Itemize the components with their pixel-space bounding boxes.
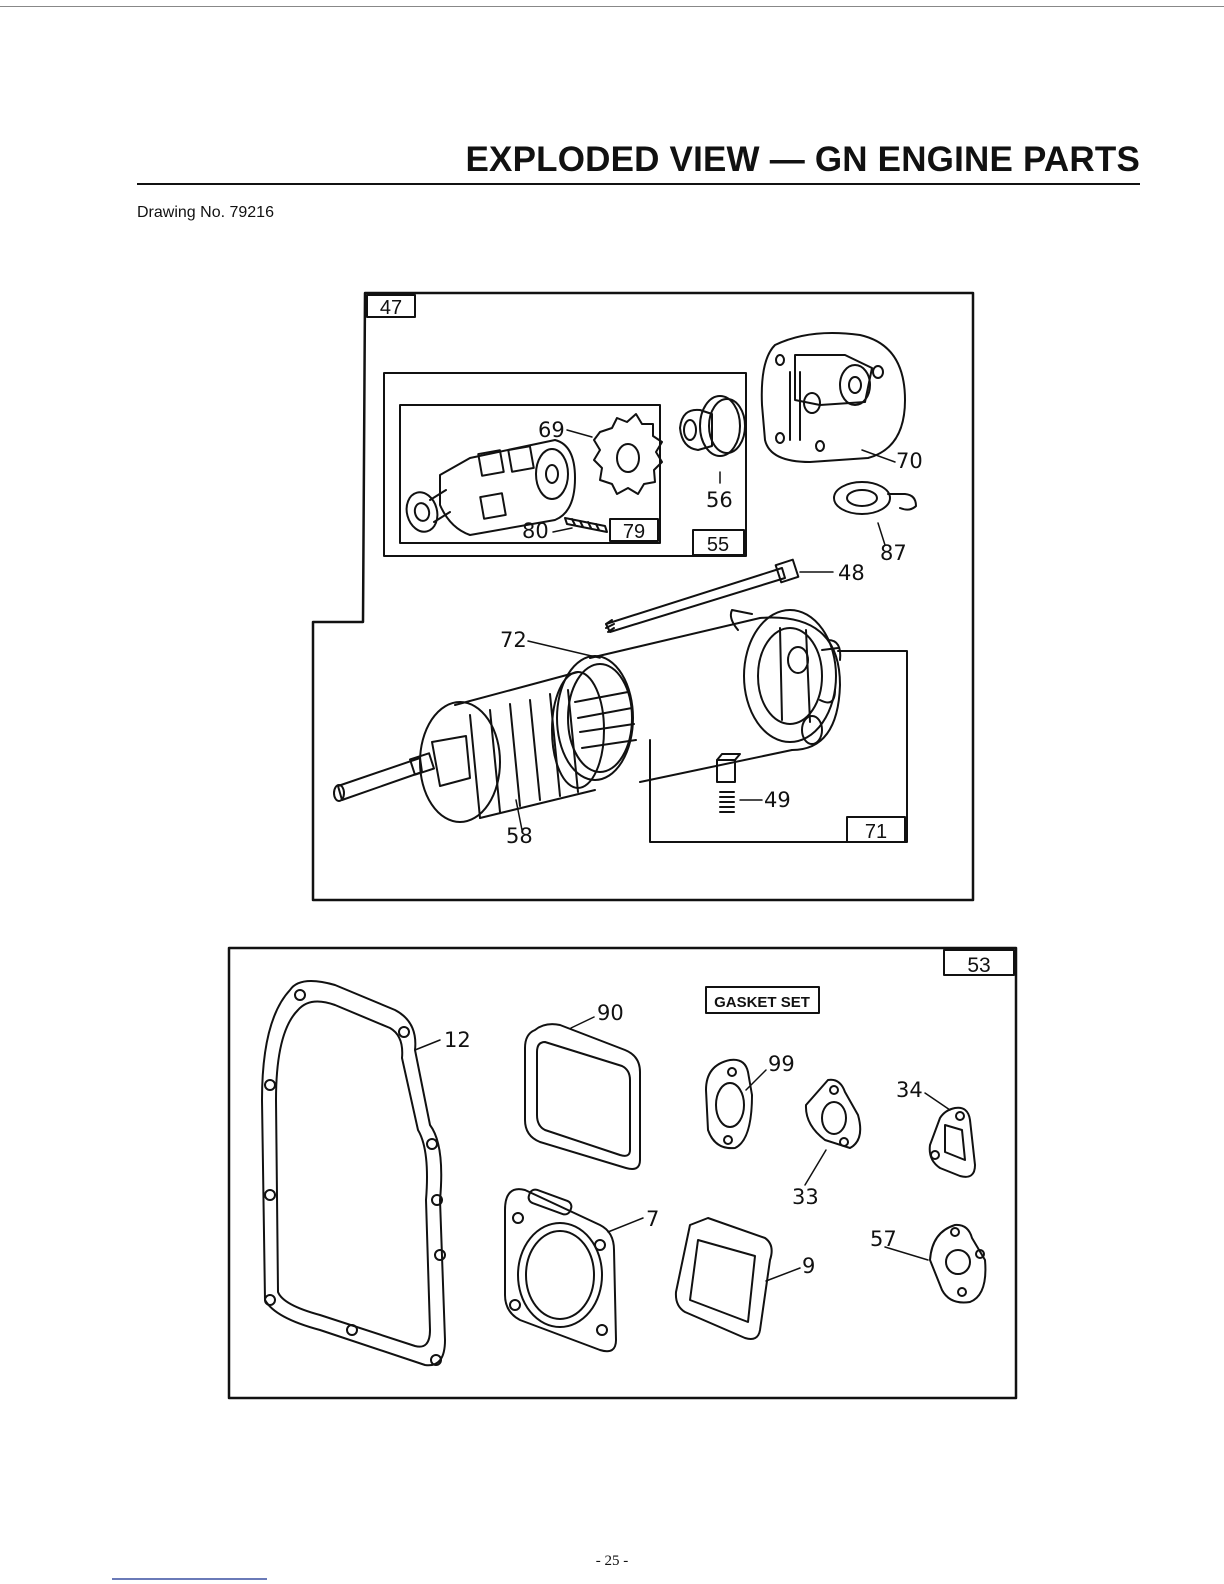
carburetor-gasket-33-drawing: [806, 1080, 860, 1148]
anti-drift-spring-drawing: [565, 518, 607, 532]
starter-section: 47 55 79: [313, 293, 973, 900]
thrust-washer-drawing: [536, 449, 568, 499]
ref-87: 87: [880, 541, 907, 565]
gasket-set-label: GASKET SET: [714, 994, 810, 1011]
box-label-53: 53: [967, 954, 990, 977]
ref-7: 7: [646, 1207, 659, 1231]
box-label-55: 55: [707, 534, 729, 556]
page-number: - 25 -: [0, 1553, 1224, 1570]
exhaust-gasket-34-drawing: [930, 1108, 975, 1177]
breather-gasket-drawing: [676, 1218, 772, 1339]
ref-99: 99: [768, 1052, 795, 1076]
ref-34: 34: [896, 1078, 923, 1102]
ref-56: 56: [706, 488, 733, 512]
starter-frame: [313, 293, 973, 900]
armature-drawing: [334, 672, 636, 822]
box-label-71: 71: [865, 821, 887, 843]
ref-48: 48: [838, 561, 865, 585]
drive-assembly-box: [384, 373, 746, 556]
exhaust-gasket-57-drawing: [930, 1225, 985, 1303]
carburetor-gasket-99-drawing: [706, 1060, 752, 1148]
valve-cover-gasket-drawing: [525, 1024, 640, 1169]
through-bolt-drawing: [606, 560, 798, 632]
drive-cap-drawing: [680, 396, 745, 456]
box-label-47: 47: [380, 297, 402, 319]
box-label-79: 79: [623, 521, 645, 543]
gasket-section: 53 GASKET SET: [229, 948, 1016, 1398]
seal-drawing: [834, 482, 916, 514]
gasket-refs: 12 90 99 34 33 7 57 9: [444, 1001, 923, 1278]
pinion-gear-drawing: [594, 414, 662, 494]
ref-70: 70: [896, 449, 923, 473]
clutch-housing-drawing: [402, 440, 575, 535]
crankcase-gasket-drawing: [262, 981, 445, 1365]
ref-9: 9: [802, 1254, 815, 1278]
ref-69: 69: [538, 418, 565, 442]
end-cap-drawing: [762, 333, 905, 462]
head-gasket-drawing: [505, 1188, 616, 1351]
ref-49: 49: [764, 788, 791, 812]
brush-assembly-box: [650, 651, 907, 842]
scan-bottom-mark: [112, 1578, 267, 1580]
ref-58: 58: [506, 824, 533, 848]
ref-80: 80: [522, 519, 549, 543]
ref-90: 90: [597, 1001, 624, 1025]
ref-33: 33: [792, 1185, 819, 1209]
ref-12: 12: [444, 1028, 471, 1052]
ref-72: 72: [500, 628, 527, 652]
ref-57: 57: [870, 1227, 897, 1251]
